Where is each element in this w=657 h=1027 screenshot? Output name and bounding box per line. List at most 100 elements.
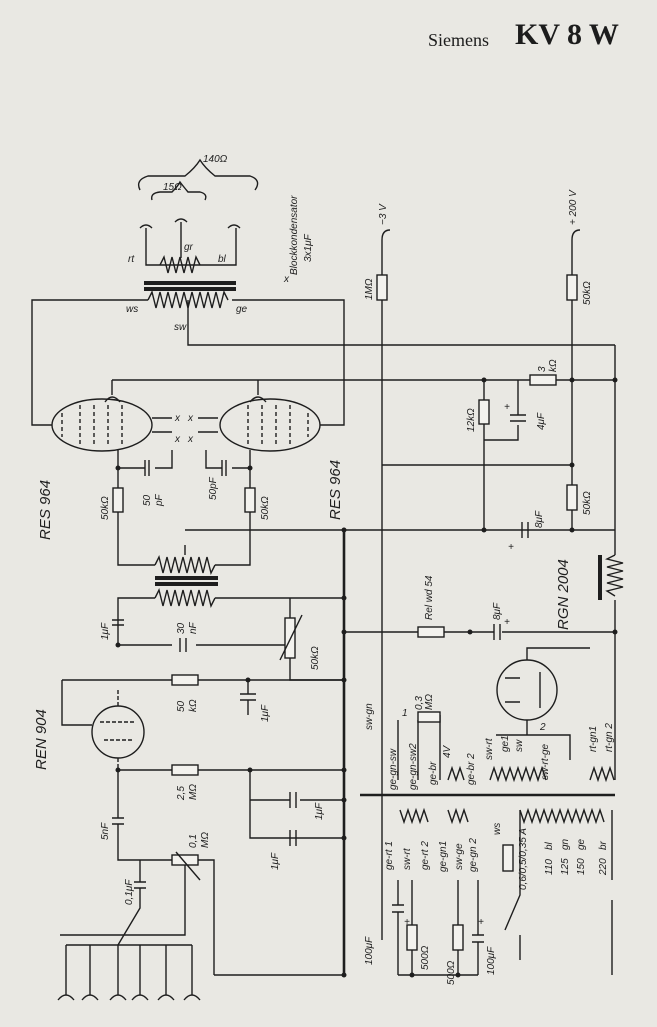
label-sw-rt: sw-rt [484, 737, 495, 760]
resistor-50k-g2 [244, 487, 256, 513]
tube-ren904 [91, 705, 145, 759]
label-res964-left: RES 964 [37, 480, 54, 540]
x-mark-1: x [174, 413, 181, 424]
label-ge-gn1: ge-gn1 [438, 841, 449, 872]
label-500-1: 500Ω [420, 945, 431, 970]
speaker-plugs [139, 218, 241, 229]
label-50pf-a: 50 [142, 494, 153, 506]
tap-rt: rt [128, 254, 135, 265]
tube-res964-left [51, 398, 153, 452]
block-note-line1: Blockkondensator [289, 195, 300, 275]
label-150: 150 [576, 858, 587, 875]
junction-dots [115, 377, 618, 978]
x-mark-4: x [187, 434, 194, 445]
grid-network: 50kΩ 50 pF 50kΩ 50pF [100, 450, 271, 548]
resistor-2M5 [171, 764, 199, 776]
label-plus-200v: + 200 V [568, 189, 579, 225]
label-1uF-x3: 1μF [270, 852, 281, 870]
resistor-0M3 [417, 711, 441, 723]
label-50pf-c: 50pF [208, 476, 219, 500]
label-ren904: REN 904 [33, 709, 50, 770]
label-1uF-x1: 1μF [260, 704, 271, 722]
label-50k-g1: 50kΩ [100, 496, 111, 520]
x-mark-3: x [187, 413, 194, 424]
label-50k-driver-a: 50 [176, 700, 187, 712]
label-100uF-2: 100μF [486, 946, 497, 975]
label-ge-br: ge-br [428, 761, 439, 785]
label-2-a: 2 [539, 722, 546, 733]
label-50k-top: 50kΩ [582, 281, 593, 305]
label-4uF: 4μF [536, 412, 547, 430]
resistor-3k [529, 374, 557, 386]
rectifier-filament [604, 554, 624, 597]
label-sw: sw [514, 739, 525, 752]
model-name: KV 8 W [515, 18, 619, 51]
label-ws: ws [492, 823, 503, 835]
label-0M1-a: 0,1 [188, 834, 199, 848]
label-30nF-b: nF [188, 621, 199, 634]
label-1-a: 1 [402, 708, 408, 719]
plus-8u-b: + [504, 617, 510, 628]
label-50k-mid: 50kΩ [582, 491, 593, 515]
label-110-bl: bl [544, 841, 555, 850]
driver-section: 1μF 30 nF 50kΩ 50 kΩ 1μF REN 904 2,5 MΩ … [33, 598, 344, 1001]
interstage-transformer [117, 529, 344, 615]
label-125-gn: gn [560, 838, 571, 850]
label-res964-right: RES 964 [327, 460, 344, 520]
tube-rgn2004 [496, 659, 558, 721]
tap-ge: ge [236, 304, 248, 315]
label-rt-gn1: rt-gn1 [588, 726, 599, 752]
label-150-ge: ge [576, 838, 587, 850]
supply-section: −3 V 1MΩ + 200 V 50kΩ 3 kΩ 12kΩ + 4μF 50… [364, 189, 624, 940]
power-transformer: sw-gn 0,3 MΩ 1 ge-gn-sw ge-gn-sw2 ge-br … [364, 694, 615, 985]
label-ge-rt1: ge-rt 1 [384, 841, 395, 870]
label-500-2: 500Ω [446, 960, 457, 985]
plus-100u-1: + [404, 917, 410, 928]
label-ge-gn-sw: ge-gn-sw [388, 748, 399, 790]
label-1M: 1MΩ [364, 278, 375, 300]
label-ge-gn-sw2: ge-gn-sw2 [408, 743, 419, 790]
block-note-line2: 3x1μF [303, 233, 314, 262]
plus-100u-2: + [478, 917, 484, 928]
label-ge-rt2: ge-rt 2 [420, 841, 431, 870]
label-rgn2004: RGN 2004 [555, 559, 572, 630]
label-4v: 4V [442, 744, 453, 758]
label-0M1-b: MΩ [200, 832, 211, 848]
relay-coil [417, 626, 445, 638]
label-sw-gn: sw-gn [364, 703, 375, 730]
resistor-50k-mid [566, 484, 578, 511]
label-0M3-a: 0,3 [414, 696, 425, 710]
label-100uF-1: 100μF [364, 936, 375, 965]
label-sw-rt-ge: sw-rt-ge [540, 743, 551, 780]
brace-140 [137, 158, 259, 191]
label-125: 125 [560, 858, 571, 875]
rectifier-section: Rel wd 54 + 8μF [344, 575, 615, 760]
label-sw-rt2: sw-rt [402, 847, 413, 870]
label-rt-gn2: rt-gn 2 [604, 723, 615, 752]
label-30nF-a: 30 [176, 622, 187, 634]
tap-sw: sw [174, 322, 187, 333]
plus-8u-a: + [508, 542, 514, 553]
label-1uF-x2: 1μF [314, 802, 325, 820]
fuse [502, 844, 514, 872]
speaker-winding [159, 254, 201, 274]
resistor-12k [478, 399, 490, 425]
label-8uF-a: 8μF [534, 510, 545, 528]
label-1uF-a: 1μF [100, 622, 111, 640]
label-3k-b: kΩ [548, 359, 559, 372]
resistor-500-1 [406, 924, 418, 951]
label-3k-a: 3 [537, 366, 548, 372]
label-sw-ge: sw-ge [454, 843, 465, 870]
label-50k-pot: 50kΩ [310, 646, 321, 670]
label-relay: Rel wd 54 [424, 575, 435, 620]
label-12k: 12kΩ [466, 408, 477, 432]
brace-15 [150, 180, 207, 201]
label-15-ohm: 15Ω [163, 182, 182, 193]
resistor-1M [376, 274, 388, 301]
resistor-50k-top [566, 274, 578, 301]
label-50pf-b: pF [154, 493, 165, 507]
x-mark-2: x [174, 434, 181, 445]
mains-section: 0,6/0,5/0,35 A 110 bl 125 gn 150 ge 220 … [502, 807, 613, 975]
label-ge1: ge1 [500, 735, 511, 752]
